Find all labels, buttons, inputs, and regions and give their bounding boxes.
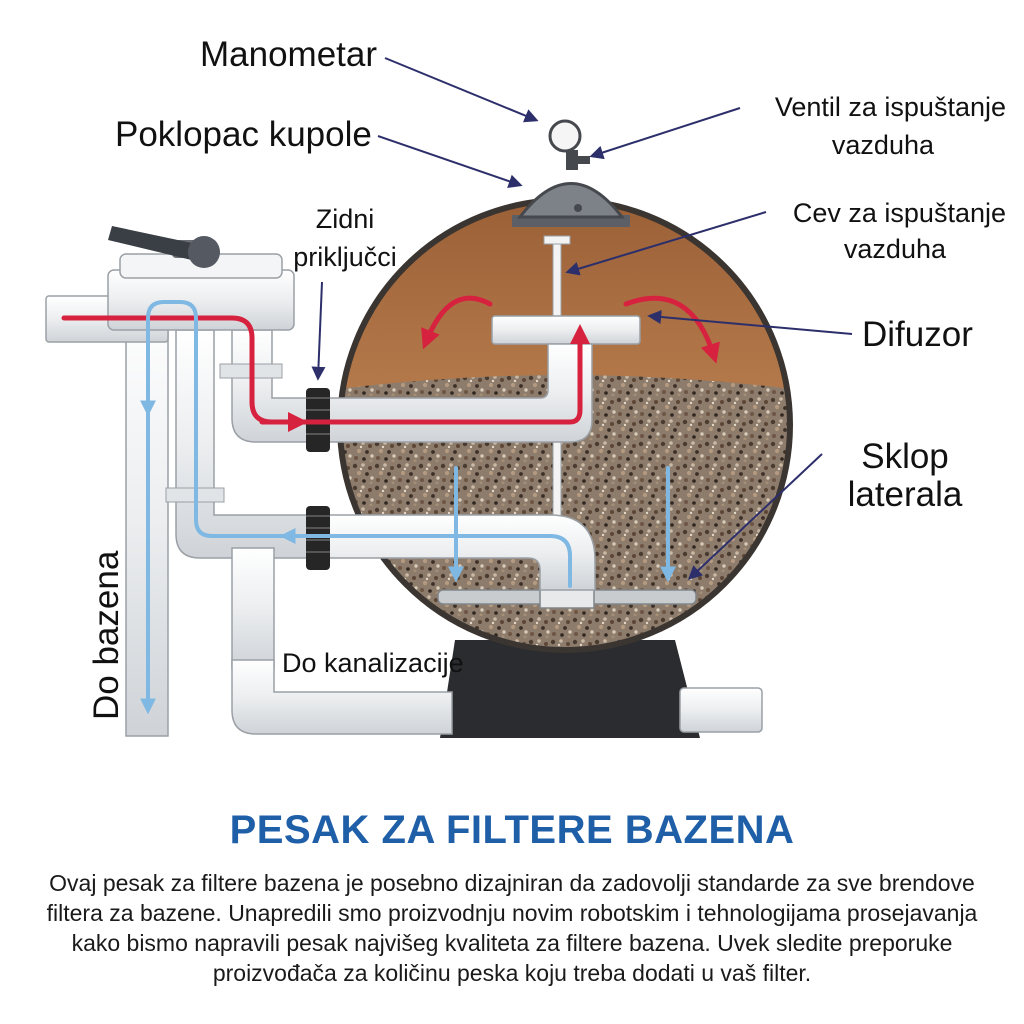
dome-cover [512, 150, 630, 227]
page-title: PESAK ZA FILTERE BAZENA [229, 808, 795, 852]
callout-wall-fittings [311, 281, 326, 381]
outlet-pipe-internal [325, 514, 596, 591]
description-text: Ovaj pesak za filtere bazena je posebno … [46, 870, 978, 986]
callout-air-tube [565, 211, 767, 276]
outflow-path [279, 528, 572, 588]
label-air-tube-line2: vazduha [844, 234, 947, 264]
label-air-valve-line2: vazduha [832, 130, 935, 160]
label-to-pool: Do bazena [87, 550, 126, 720]
diffuser-flow-left [421, 295, 493, 350]
label-laterals-line1: Sklop [861, 437, 949, 476]
label-air-tube-line1: Cev za ispuštanje [793, 198, 1006, 228]
label-dome-cover: Poklopac kupole [115, 115, 372, 154]
callout-arrows [311, 57, 853, 580]
inflow-path [61, 315, 590, 425]
outflow-arrows [140, 300, 676, 715]
sand-filter-diagram: Manometar Poklopac kupole Ventil za ispu… [45, 35, 1006, 738]
label-to-drain: Do kanalizacije [282, 648, 464, 678]
multiport-valve [107, 226, 295, 331]
inlet-pipe-internal [325, 343, 593, 443]
inflow-arrows [61, 295, 720, 432]
label-manometer: Manometar [200, 35, 377, 74]
callout-laterals [687, 453, 823, 580]
filter-stand [440, 640, 700, 738]
callout-air-valve [589, 107, 741, 160]
diffuser [491, 315, 641, 345]
label-diffuser: Difuzor [862, 315, 973, 354]
drain-pipe-right [679, 687, 763, 733]
callout-dome [377, 135, 523, 188]
callout-diffuser [647, 310, 853, 335]
label-wall-fittings-line2: priključci [293, 242, 397, 272]
label-wall-fittings-line1: Zidni [316, 204, 375, 234]
valve-handle-icon [108, 226, 206, 262]
label-laterals-line2: laterala [848, 475, 963, 514]
diffuser-flow-right [623, 295, 720, 364]
callout-manometer [384, 57, 539, 123]
label-air-valve-line1: Ventil za ispuštanje [775, 92, 1006, 122]
manometer-gauge [548, 119, 582, 153]
